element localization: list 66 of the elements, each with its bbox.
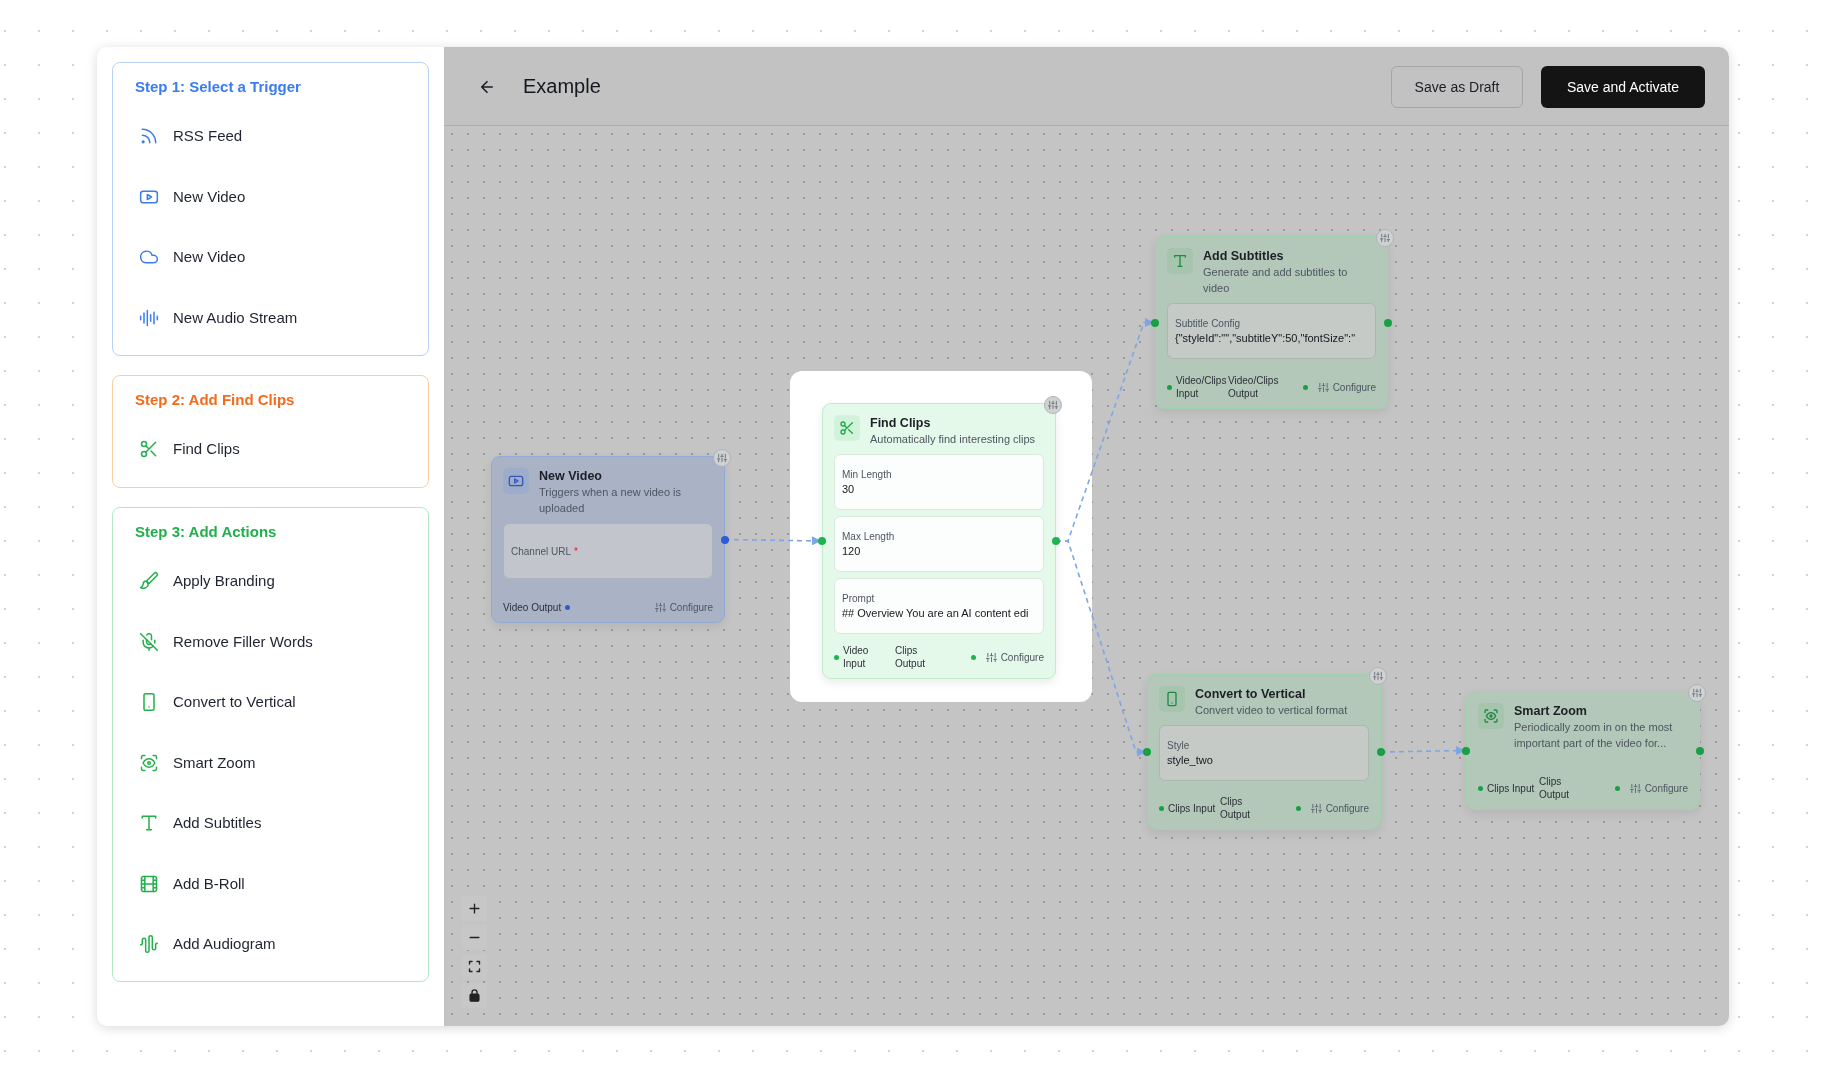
- menu-item-label: Find Clips: [173, 440, 240, 457]
- step-panel: [112, 62, 429, 356]
- port-label: Video/Clips Input: [1176, 374, 1224, 400]
- menu-item-label: Add Audiogram: [173, 935, 276, 952]
- field-value: 120: [842, 545, 862, 557]
- node-description: Generate and add subtitles to video: [1203, 265, 1349, 296]
- workflow-node-card: [1466, 691, 1700, 810]
- page-title: Example: [523, 75, 601, 98]
- port-label: Video Input: [843, 644, 870, 670]
- menu-item-label: Apply Branding: [173, 572, 275, 589]
- menu-item-label: New Audio Stream: [173, 308, 298, 326]
- field-value: {"styleId":"","subtitleY":50,"fontSize":": [1175, 332, 1357, 344]
- field-value: ## Overview You are an AI content edi: [842, 607, 1030, 619]
- port-label: Clips Output: [895, 644, 927, 670]
- menu-item-label: New Video: [173, 187, 246, 205]
- node-description: Periodically zoom in on the most important part of the video for...: [1514, 720, 1674, 751]
- input-field: [834, 454, 1044, 510]
- menu-item-label: RSS Feed: [173, 127, 243, 144]
- field-label: Style: [1167, 740, 1190, 751]
- workflow-node-card: [822, 403, 1056, 679]
- node-description: Automatically find interesting clips: [870, 432, 1036, 447]
- field-value: style_two: [1167, 754, 1214, 766]
- node-title: New Video: [539, 468, 603, 484]
- workflow-node-card: [1155, 236, 1388, 409]
- field-label: Channel URL: [511, 545, 572, 557]
- required-marker: *: [574, 545, 578, 557]
- menu-item-label: Convert to Vertical: [173, 693, 296, 710]
- configure-button: Configure: [654, 602, 713, 613]
- configure-button: Configure: [1317, 381, 1376, 393]
- step-panel: [112, 507, 429, 982]
- node-title: Smart Zoom: [1514, 703, 1588, 719]
- save-draft-button: Save as Draft: [1391, 66, 1523, 108]
- port-label: Video/Clips Output: [1228, 374, 1276, 400]
- menu-item-label: Remove Filler Words: [173, 632, 313, 650]
- save-activate-button: Save and Activate: [1541, 66, 1705, 108]
- node-description: Convert video to vertical format: [1195, 703, 1348, 718]
- step-title: Step 3: Add Actions: [135, 523, 277, 540]
- step-panel: [112, 375, 429, 488]
- menu-item-label: Add Subtitles: [173, 814, 262, 831]
- field-label: Max Length: [842, 531, 895, 542]
- configure-button: Configure: [985, 651, 1044, 663]
- node-title: Convert to Vertical: [1195, 686, 1307, 702]
- field-value: 30: [842, 483, 856, 495]
- workflow-node-card: [491, 456, 725, 623]
- input-field: [503, 523, 713, 579]
- port-label: Clips Input: [1168, 801, 1216, 815]
- field-label: Subtitle Config: [1175, 318, 1241, 329]
- menu-item-label: Smart Zoom: [173, 753, 256, 771]
- field-label: Prompt: [842, 593, 875, 604]
- input-field: [834, 578, 1044, 634]
- port-label: Clips Output: [1220, 795, 1252, 821]
- node-description: Triggers when a new video is uploaded: [539, 485, 683, 516]
- field-label: Min Length: [842, 469, 892, 480]
- node-title: Add Subtitles: [1203, 248, 1285, 264]
- port-label: Clips Input: [1487, 781, 1535, 795]
- workflow-node-card: [1147, 674, 1381, 830]
- node-title: Find Clips: [870, 415, 932, 431]
- port-label: Clips Output: [1539, 775, 1571, 801]
- menu-item-label: Add B-Roll: [173, 874, 245, 892]
- port-label: Video Output: [503, 601, 562, 614]
- step-title: Step 1: Select a Trigger: [135, 78, 301, 95]
- configure-button: Configure: [1629, 782, 1688, 794]
- menu-item-label: New Video: [173, 248, 246, 265]
- configure-button: Configure: [1310, 802, 1369, 814]
- step-title: Step 2: Add Find Clips: [135, 391, 295, 408]
- input-field: [834, 516, 1044, 572]
